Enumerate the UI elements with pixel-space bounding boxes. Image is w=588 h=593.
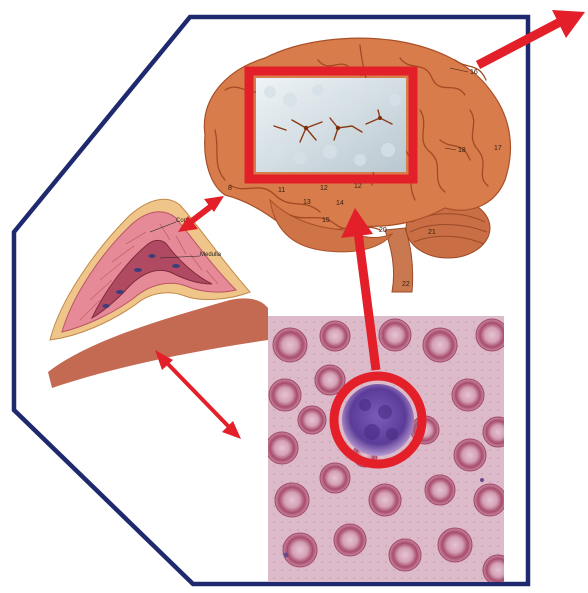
- arrow-gland-smear: [166, 362, 230, 428]
- gland-label-medulla: Medulla: [200, 252, 222, 258]
- arrow-gland-brain: [188, 204, 214, 224]
- brain-label-8: 8: [228, 185, 232, 192]
- brain-label-11: 11: [278, 187, 285, 194]
- brain-label-18: 18: [458, 147, 466, 154]
- brain-label-12b: 12: [354, 183, 362, 190]
- brain-label-16: 16: [470, 69, 478, 76]
- blood-smear-micrograph: [266, 316, 513, 585]
- brain-label-20: 20: [379, 227, 387, 234]
- arrow-brain-out: [478, 22, 560, 65]
- neural-tissue-micrograph: [256, 78, 406, 172]
- brain-label-15: 15: [322, 217, 330, 224]
- brain-label-17: 17: [494, 145, 502, 152]
- white-blood-cell: [342, 384, 414, 456]
- brain-label-14: 14: [336, 200, 344, 207]
- adrenal-gland-illustration: Cortex Medulla: [48, 199, 268, 388]
- brain-label-21: 21: [428, 229, 436, 236]
- brain-label-22: 22: [402, 281, 410, 288]
- brain-label-13: 13: [303, 199, 311, 206]
- brain-label-12a: 12: [320, 185, 328, 192]
